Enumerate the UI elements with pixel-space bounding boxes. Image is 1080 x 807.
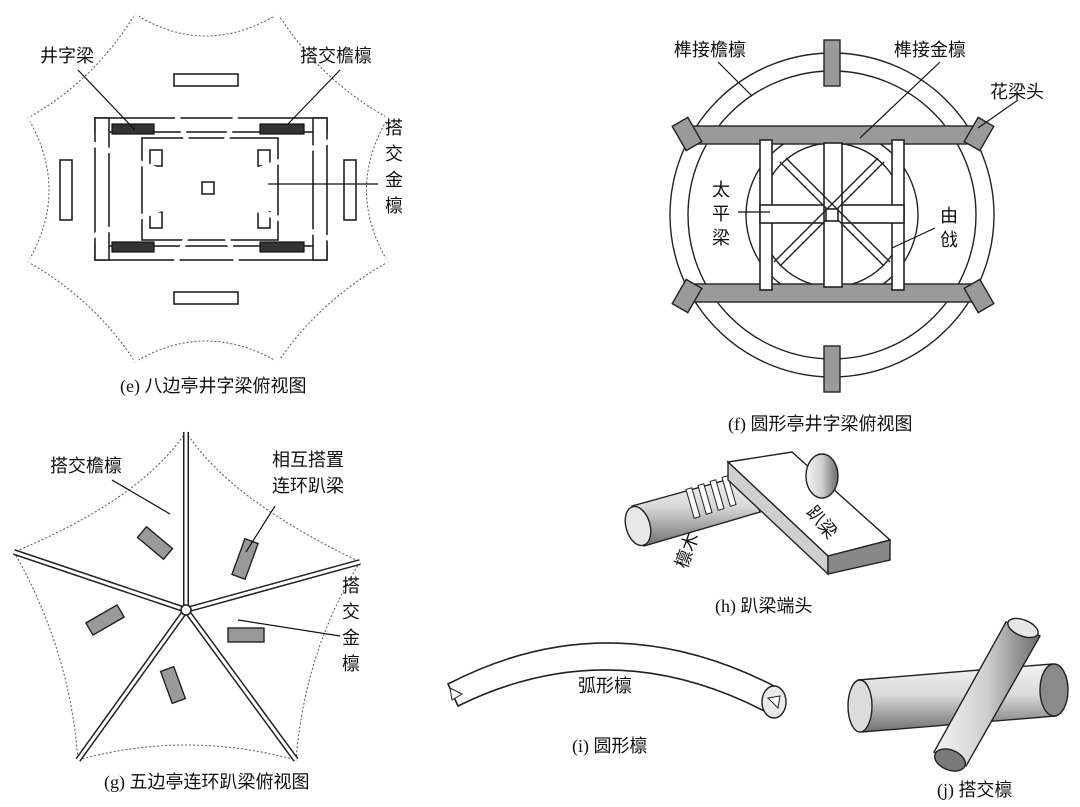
panel-f-top-beam [687,125,979,145]
panel-g-pads [84,525,265,705]
panel-f-label-youji-1: 由 [940,206,958,227]
panel-g-label-dajiaoyanlin: 搭交檐檩 [50,456,122,477]
panel-g-label-xianghu-1: 相互搭置 [272,450,344,471]
panel-i-arc-purlin: 弧形檩 (i) 圆形檩 [446,642,787,757]
panel-f-spokes [759,142,905,288]
panel-g-caption: (g) 五边亭连环趴梁俯视图 [104,772,310,793]
panel-f-label-sunjieyanlin: 榫接檐檩 [674,40,746,61]
panel-g-ridge-beams [13,432,361,762]
panel-f-leader-yanlin [717,61,753,97]
panel-f-label-taiping-3: 梁 [712,228,730,249]
panel-g-leader-lianhuan [245,505,276,553]
panel-e-leader-yanlin [287,69,341,125]
panel-h-beam-end: 檩木 趴梁 (h) 趴梁端头 [624,451,892,617]
panel-i-caption: (i) 圆形檩 [572,736,648,757]
panel-e-octagon-diagram: 井字梁 搭交檐檩 搭 交 金 檩 (e) 八边亭井字梁俯视图 [27,13,403,397]
panel-f-circle-diagram: 榫接檐檩 榫接金檩 花梁头 太 平 梁 由 戗 (f) 圆形亭井字梁俯视图 [669,39,1044,435]
panel-e-ridge-beams [27,13,389,363]
panel-i-label-huxinglin: 弧形檩 [578,676,632,697]
panel-g-label-jinlin-4: 檩 [342,654,360,675]
panel-g-leader-jinlin [237,619,341,637]
panel-f-label-youji-2: 戗 [940,230,958,251]
panel-e-label-jinlin-1: 搭 [385,118,403,139]
panel-g-label-jinlin-1: 搭 [342,576,360,597]
panel-g-label-jinlin-3: 金 [342,628,360,649]
panel-f-label-taiping-2: 平 [712,204,730,225]
panel-e-label-jinlin-2: 交 [385,144,403,165]
panel-e-label-jinlin-4: 檩 [385,196,403,217]
panel-e-label-jingziliang: 井字梁 [40,46,94,67]
panel-e-caption: (e) 八边亭井字梁俯视图 [120,376,306,397]
panel-g-label-jinlin-2: 交 [342,602,360,623]
panel-e-roof-outline [27,13,389,363]
panel-f-leader-hualiangtou [977,99,1019,129]
panel-e-label-jinlin-3: 金 [385,170,403,191]
panel-f-label-hualiangtou: 花梁头 [990,82,1044,103]
panel-g-roof-outline [13,431,361,761]
panel-f-caption: (f) 圆形亭井字梁俯视图 [728,414,912,435]
panel-f-label-sunjiejinlin: 榫接金檩 [894,40,966,61]
panel-j-caption: (j) 搭交檩 [937,780,1013,801]
panel-f-leader-jinlin [859,61,941,139]
panel-g-leader-yanlin [111,479,171,515]
panel-j-crossing-purlins: (j) 搭交檩 [847,617,1069,801]
panel-g-pentagon-diagram: 搭交檐檩 相互搭置 连环趴梁 搭 交 金 檩 (g) 五边亭连环趴梁俯视图 [13,431,361,793]
panel-f-leader-youji [891,227,936,249]
panel-e-leader-jingziliang [77,69,136,131]
panel-h-caption: (h) 趴梁端头 [715,596,813,617]
panel-e-label-dajiaoyanlin: 搭交檐檩 [300,46,372,67]
panel-f-label-taiping-1: 太 [712,180,730,201]
panel-g-label-xianghu-2: 连环趴梁 [272,476,344,497]
